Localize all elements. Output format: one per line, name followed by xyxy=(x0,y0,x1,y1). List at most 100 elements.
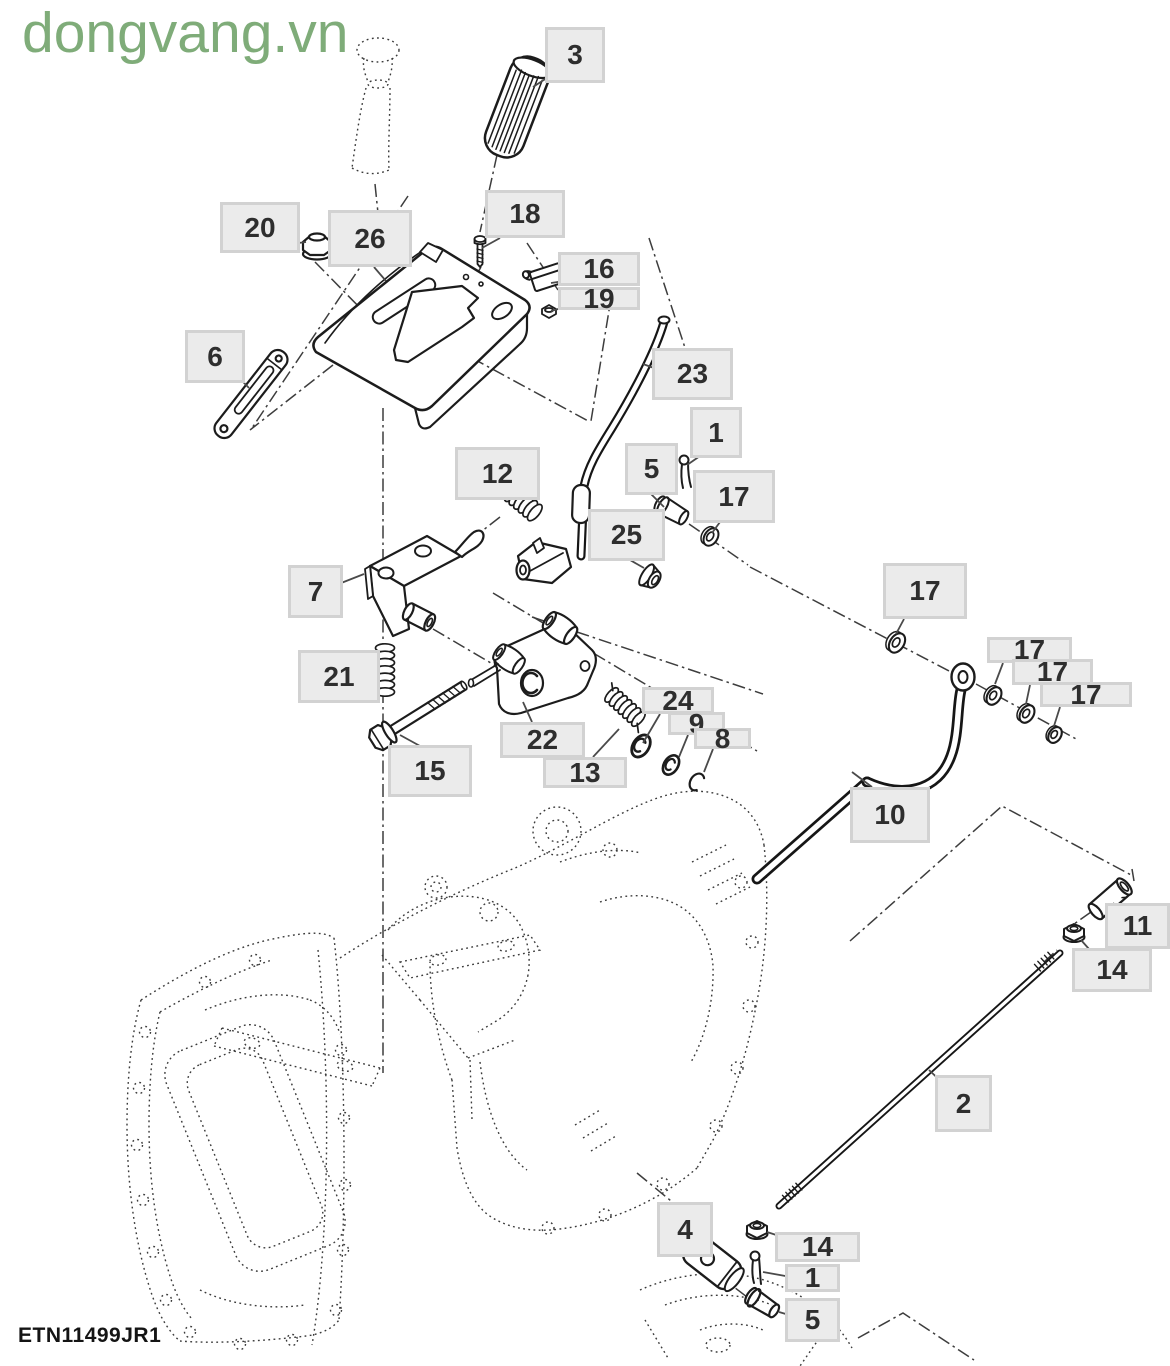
callout-number: 25 xyxy=(610,519,643,550)
callout-22: 22 xyxy=(500,722,585,758)
callout-number: 1 xyxy=(708,416,724,448)
leader-line xyxy=(895,618,905,635)
leader-line xyxy=(373,266,387,282)
part-3-grip xyxy=(483,55,552,159)
leader-line xyxy=(1053,706,1061,727)
callout-10: 10 xyxy=(850,787,930,843)
leader-line xyxy=(650,493,665,508)
watermark-text: dongvang.vn xyxy=(22,1,349,65)
callout-17-2: 17 xyxy=(883,563,967,619)
callout-number: 2 xyxy=(955,1087,972,1119)
callout-5-2: 5 xyxy=(785,1298,840,1342)
part-25-grommet xyxy=(638,563,662,589)
callout-number: 26 xyxy=(354,222,386,254)
leader-line xyxy=(642,713,661,744)
callout-4: 4 xyxy=(657,1202,713,1257)
callout-number: 6 xyxy=(207,340,223,372)
callout-5: 5 xyxy=(625,443,678,495)
leader-line xyxy=(703,748,714,773)
callout-number: 3 xyxy=(567,39,583,70)
part-2-rod xyxy=(775,949,1064,1210)
callout-number: 5 xyxy=(643,453,660,484)
part-5-pin-lower xyxy=(744,1286,781,1319)
callout-6: 6 xyxy=(185,330,245,383)
callout-1: 1 xyxy=(690,407,742,458)
callout-number: 17 xyxy=(718,480,750,512)
part-6-strip xyxy=(213,348,289,440)
part-18-screw xyxy=(473,235,487,268)
callout-26: 26 xyxy=(328,210,412,267)
callout-number: 21 xyxy=(323,660,355,692)
callout-21: 21 xyxy=(298,650,380,703)
leader-line xyxy=(399,734,421,747)
part-7-bracket xyxy=(364,529,485,638)
callout-18: 18 xyxy=(485,190,565,238)
callout-number: 13 xyxy=(569,756,601,788)
callout-12: 12 xyxy=(455,447,540,500)
shift-knob-ghost xyxy=(351,37,400,175)
part-15-bolt xyxy=(368,680,468,752)
callout-number: 22 xyxy=(526,724,559,755)
callout-number: 4 xyxy=(677,1213,693,1245)
transmission-housing-ghost xyxy=(126,37,853,1366)
callout-number: 8 xyxy=(714,722,731,754)
leader-line xyxy=(592,728,620,758)
callout-number: 12 xyxy=(481,457,514,489)
callout-2: 2 xyxy=(935,1075,992,1132)
callout-number: 19 xyxy=(583,282,615,314)
callout-11: 11 xyxy=(1105,903,1170,949)
callout-number: 1 xyxy=(804,1262,821,1293)
callout-13: 13 xyxy=(543,757,627,788)
callout-17-5: 17 xyxy=(1040,678,1132,710)
part-1-cotter-lower xyxy=(749,1250,762,1285)
callout-14: 14 xyxy=(1072,948,1152,992)
callout-number: 23 xyxy=(676,358,709,389)
callout-number: 24 xyxy=(662,684,694,716)
callout-number: 14 xyxy=(1096,954,1128,985)
callout-7: 7 xyxy=(288,565,343,618)
washers-17-group xyxy=(885,630,1063,744)
callout-23: 23 xyxy=(652,348,733,400)
drawing-code-label: ETN11499JR1 xyxy=(18,1324,162,1347)
callout-14-2: 14 xyxy=(775,1232,860,1262)
leader-line xyxy=(522,701,533,723)
callout-3: 3 xyxy=(545,27,605,83)
callout-number: 15 xyxy=(414,755,446,786)
leader-line xyxy=(711,521,721,534)
callout-8: 8 xyxy=(694,724,751,752)
callout-number: 17 xyxy=(909,575,941,606)
leader-line xyxy=(678,734,689,758)
part-20-flange-nut xyxy=(301,232,333,261)
leader-line xyxy=(481,237,501,249)
callout-number: 11 xyxy=(1122,910,1153,941)
callout-17: 17 xyxy=(693,470,775,523)
part-9-washer xyxy=(661,754,681,776)
callout-number: 17 xyxy=(1070,678,1102,710)
part-14-nut-upper xyxy=(1062,923,1086,943)
callout-19: 19 xyxy=(558,282,640,314)
callout-15: 15 xyxy=(388,745,472,797)
part-21-spring xyxy=(374,642,396,698)
callout-number: 17 xyxy=(1013,634,1046,665)
callout-16: 16 xyxy=(558,252,640,286)
callout-number: 14 xyxy=(801,1231,834,1262)
leader-line xyxy=(851,771,873,788)
leader-line xyxy=(1025,684,1031,705)
leader-line xyxy=(994,662,1004,685)
callout-number: 10 xyxy=(874,799,906,830)
leader-line xyxy=(629,559,645,569)
callout-25: 25 xyxy=(588,509,665,561)
part-26-console-plate xyxy=(312,242,531,430)
callout-number: 7 xyxy=(307,575,324,607)
callout-number: 20 xyxy=(244,211,276,243)
callout-number: 16 xyxy=(583,253,615,284)
callout-number: 18 xyxy=(509,198,541,229)
part-22-link-plate xyxy=(467,610,597,716)
part-8-snap-ring xyxy=(688,772,706,792)
callout-1-2: 1 xyxy=(785,1264,840,1292)
callout-number: 17 xyxy=(1036,656,1069,687)
part-24-spring xyxy=(604,682,646,734)
callout-20: 20 xyxy=(220,202,300,253)
